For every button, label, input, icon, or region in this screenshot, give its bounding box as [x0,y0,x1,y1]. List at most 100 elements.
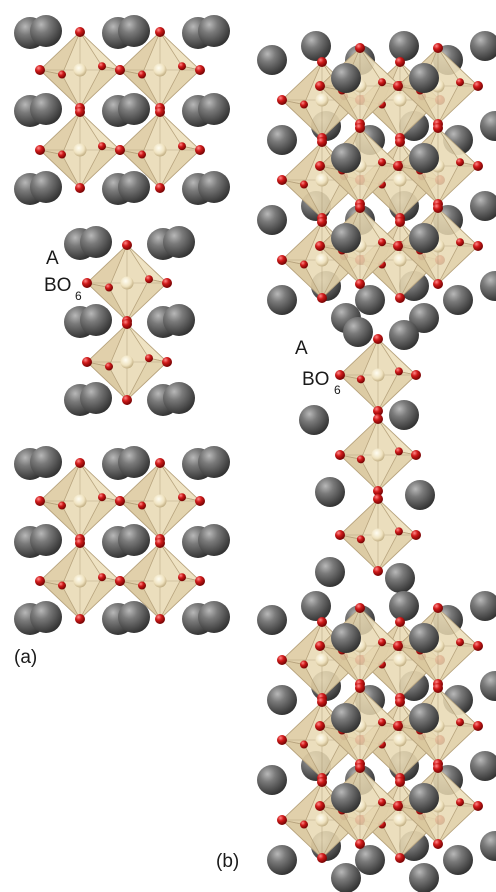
oxygen-sphere [82,278,92,288]
a-cation-sphere [409,303,439,333]
bo6-octahedron [335,494,421,576]
b-cation-sphere [393,93,407,107]
a-cation-sphere [299,405,329,435]
oxygen-sphere [373,486,383,496]
oxygen-sphere [373,334,383,344]
oxygen-sphere [75,27,85,37]
b-cation-sphere [315,93,329,107]
oxygen-sphere [393,641,403,651]
oxygen-sphere [433,123,443,133]
a-cation-sphere [355,285,385,315]
oxygen-sphere [75,183,85,193]
oxygen-sphere [315,801,325,811]
oxygen-sphere [75,538,85,548]
oxygen-sphere [277,175,287,185]
oxygen-sphere [178,493,186,502]
a-cation-sphere [409,143,439,173]
oxygen-sphere [473,161,483,171]
oxygen-sphere [393,81,403,91]
oxygen-sphere [178,573,186,582]
oxygen-sphere [178,142,186,151]
oxygen-sphere [300,180,308,189]
a-cation-sphere [389,320,419,350]
a-cation-sphere [480,271,496,301]
oxygen-sphere [456,718,464,727]
oxygen-sphere [315,721,325,731]
a-cation-sphere [267,285,297,315]
oxygen-sphere [378,798,386,807]
oxygen-sphere [162,278,172,288]
b-cation-sphere [393,653,407,667]
oxygen-sphere [433,203,443,213]
oxygen-sphere [411,370,421,380]
b-cation-sphere [371,528,385,542]
oxygen-sphere [315,241,325,251]
oxygen-sphere [433,763,443,773]
panel-b-ruddlesden-popper-n3 [257,31,496,892]
oxygen-sphere [355,683,365,693]
bo6-octahedron [115,27,205,113]
bo6-octahedron [335,414,421,496]
oxygen-sphere [395,617,405,627]
a-cation-sphere [409,623,439,653]
b-cation-sphere [315,173,329,187]
oxygen-sphere [277,735,287,745]
panel-a-bo6-subscript: 6 [75,289,82,303]
oxygen-sphere [155,107,165,117]
oxygen-sphere [195,576,205,586]
a-cation-sphere [470,751,496,781]
oxygen-sphere [395,57,405,67]
oxygen-sphere [195,65,205,75]
oxygen-sphere [82,357,92,367]
oxygen-sphere [115,145,125,155]
a-cation-sphere [409,63,439,93]
oxygen-sphere [373,406,383,416]
oxygen-sphere [355,203,365,213]
oxygen-sphere [355,123,365,133]
oxygen-sphere [122,240,132,250]
bo6-octahedron [115,458,205,544]
oxygen-sphere [58,150,66,159]
oxygen-sphere [411,530,421,540]
oxygen-sphere [138,501,146,510]
oxygen-sphere [317,853,327,863]
oxygen-sphere [456,78,464,87]
b-cation-sphere [315,253,329,267]
a-cation-sphere [331,143,361,173]
oxygen-sphere [378,158,386,167]
oxygen-sphere [300,740,308,749]
oxygen-sphere [35,65,45,75]
a-cation-sphere [80,304,112,336]
oxygen-sphere [393,161,403,171]
a-cation-sphere [267,685,297,715]
oxygen-sphere [277,655,287,665]
a-cation-sphere [80,226,112,258]
a-cation-sphere [409,863,439,892]
oxygen-sphere [98,142,106,151]
b-cation-sphere [371,448,385,462]
a-cation-sphere [443,285,473,315]
a-cation-sphere [163,226,195,258]
a-cation-sphere [315,557,345,587]
oxygen-sphere [473,801,483,811]
oxygen-sphere [98,573,106,582]
b-cation-sphere [371,368,385,382]
oxygen-sphere [473,241,483,251]
oxygen-sphere [433,603,443,613]
b-cation-sphere [120,355,134,369]
a-cation-sphere [118,15,150,47]
oxygen-sphere [178,62,186,71]
oxygen-sphere [317,777,327,787]
a-cation-sphere [30,601,62,633]
oxygen-sphere [145,275,153,284]
b-cation-sphere [120,276,134,290]
a-cation-sphere [470,191,496,221]
a-cation-sphere [30,171,62,203]
oxygen-sphere [393,241,403,251]
panel-a-ruddlesden-popper-n2 [14,15,230,635]
oxygen-sphere [433,279,443,289]
a-cation-sphere [30,93,62,125]
oxygen-sphere [356,455,365,464]
oxygen-sphere [335,450,345,460]
b-cation-sphere [153,574,167,588]
